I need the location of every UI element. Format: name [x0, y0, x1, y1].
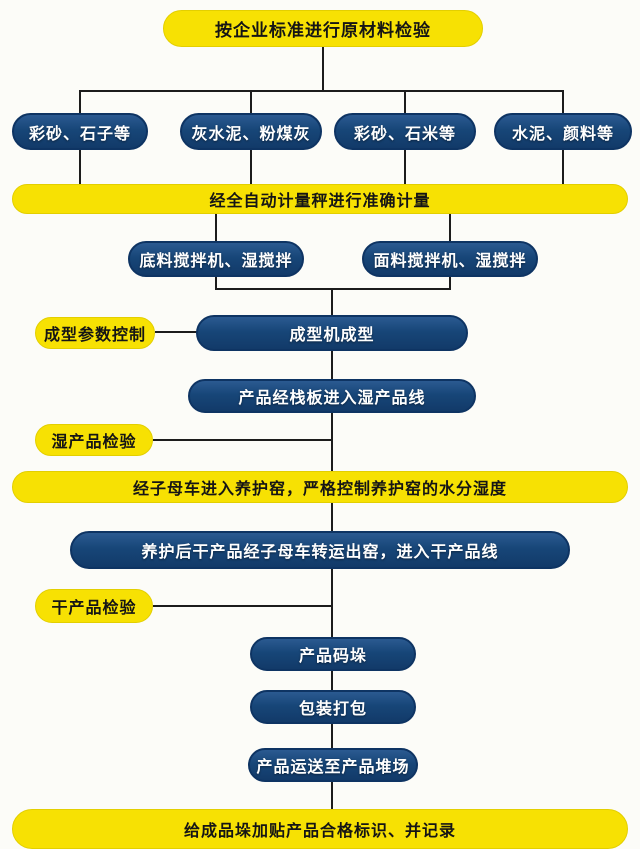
flow-node-finished-product-labeling: 给成品垛加贴产品合格标识、并记录: [12, 809, 628, 849]
connector-top-vertical: [322, 47, 324, 91]
connector-mixer-left-down: [215, 277, 217, 290]
flow-node-surface-mixer: 面料搅拌机、湿搅拌: [362, 241, 538, 277]
connector-mixer-right-down: [449, 277, 451, 290]
connector-drop-material-3: [404, 90, 406, 114]
flow-node-wet-product-inspection: 湿产品检验: [35, 424, 153, 456]
flow-node-raw-material-inspection: 按企业标准进行原材料检验: [163, 10, 483, 47]
connector-drop-material-2: [250, 90, 252, 114]
connector-material-2-to-weigh: [250, 150, 252, 185]
connector-drop-material-4: [562, 90, 564, 114]
connector-param-to-forming: [155, 331, 197, 333]
connector-stack-to-pack: [331, 671, 333, 690]
connector-top-horizontal: [79, 90, 564, 92]
flow-node-product-stacking: 产品码垛: [250, 637, 416, 671]
flow-node-material-cement-pigment: 水泥、颜料等: [494, 113, 632, 150]
flow-node-base-mixer: 底料搅拌机、湿搅拌: [128, 241, 304, 277]
flow-node-curing-kiln: 经子母车进入养护窑，严格控制养护窑的水分湿度: [12, 471, 628, 503]
connector-material-4-to-weigh: [562, 150, 564, 185]
connector-material-3-to-weigh: [404, 150, 406, 185]
flow-node-packing: 包装打包: [250, 690, 416, 724]
connector-wetline-to-kiln: [331, 413, 333, 471]
flow-node-dry-product-line: 养护后干产品经子母车转运出窑，进入干产品线: [70, 531, 570, 569]
flow-node-material-cement-flyash: 灰水泥、粉煤灰: [180, 113, 322, 150]
connector-mixer-merge-horizontal: [215, 288, 451, 290]
connector-forming-to-wetline: [331, 351, 333, 379]
connector-weigh-to-mixer-right: [449, 214, 451, 242]
connector-drop-material-1: [79, 90, 81, 114]
flow-node-forming-parameter-control: 成型参数控制: [35, 317, 155, 349]
connector-dryinspect-branch: [153, 605, 333, 607]
flow-node-automatic-weighing: 经全自动计量秤进行准确计量: [12, 184, 628, 214]
connector-transport-to-finished: [331, 782, 333, 809]
flow-node-material-sand-rice-stone: 彩砂、石米等: [334, 113, 476, 150]
flow-node-transport-to-yard: 产品运送至产品堆场: [248, 748, 418, 782]
connector-material-1-to-weigh: [79, 150, 81, 185]
connector-pack-to-transport: [331, 724, 333, 748]
connector-weigh-to-mixer-left: [215, 214, 217, 242]
connector-kiln-to-dryline: [331, 503, 333, 531]
flow-node-material-sand-stone: 彩砂、石子等: [12, 113, 148, 150]
connector-merge-to-forming: [331, 288, 333, 315]
connector-dryline-to-stack: [331, 569, 333, 637]
connector-wetinspect-branch: [153, 439, 333, 441]
flow-node-forming-machine: 成型机成型: [196, 315, 468, 351]
flow-node-wet-product-line: 产品经栈板进入湿产品线: [188, 379, 476, 413]
flow-node-dry-product-inspection: 干产品检验: [35, 589, 153, 623]
